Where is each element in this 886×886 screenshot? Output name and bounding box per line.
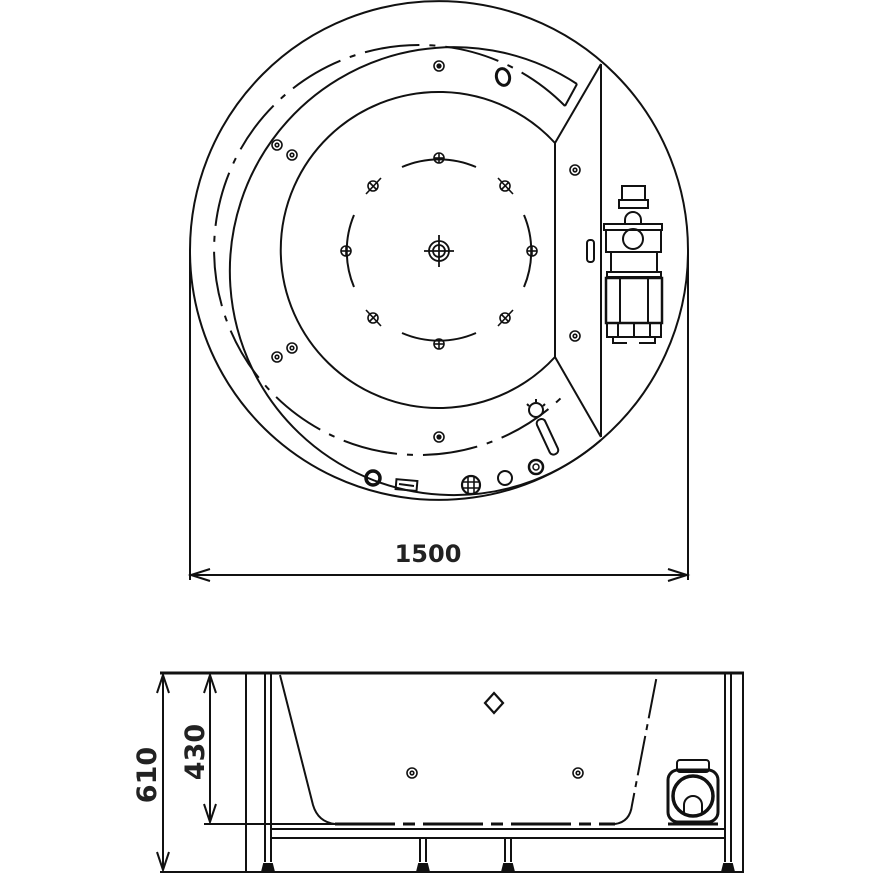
panel-top-step [564, 83, 578, 107]
rim-jet-icon [286, 342, 298, 354]
headrest-jet-icon [483, 691, 505, 715]
lever-faucet-icon [526, 399, 560, 456]
jet-icon [433, 152, 445, 164]
panel-jet-icon [569, 330, 581, 342]
jet-icon [572, 767, 584, 779]
rim-jets [271, 60, 581, 443]
jet-icon [365, 177, 382, 195]
panel-control-icon [586, 239, 595, 263]
rim-dashed-ring [213, 44, 566, 456]
support-rails [271, 828, 725, 839]
basin-profile-right [614, 674, 658, 825]
jet-icon [433, 338, 445, 350]
handle-ring-icon [364, 469, 382, 487]
rim-controls [364, 399, 560, 496]
width-dimension: 1500 [187, 540, 691, 582]
depth-dimension: 430 [180, 671, 335, 826]
basin-edge [279, 91, 556, 409]
button-icon [497, 470, 513, 486]
jet-icon [497, 177, 514, 195]
jet-icon [365, 309, 382, 327]
control-panel-icon [394, 478, 419, 493]
inner-jets [340, 152, 538, 350]
side-pump-icon [666, 759, 720, 826]
side-view: 610 430 [132, 671, 744, 874]
basin-profile [279, 674, 336, 825]
outer-rim-lower [188, 249, 602, 501]
rim-jet-icon [271, 351, 283, 363]
rim-jet-icon [271, 139, 283, 151]
center-drain-icon [424, 235, 454, 267]
outer-shell-outline [189, 0, 689, 580]
side-jets [406, 767, 584, 779]
jet-icon [497, 309, 514, 327]
panel-top-diagonal [554, 63, 602, 144]
grille-icon [460, 474, 482, 496]
pump-unit-icon [603, 185, 664, 344]
width-dimension-label: 1500 [395, 540, 462, 568]
jet-icon [340, 245, 352, 257]
outer-rim-lower-right [600, 249, 690, 441]
jet-icon [526, 245, 538, 257]
depth-dimension-label: 430 [180, 724, 211, 780]
top-view: 1500 [187, 0, 691, 582]
rim-inner-edge [228, 46, 602, 497]
rim-jet-icon [433, 431, 445, 443]
panel-jet-icon [569, 164, 581, 176]
jet-icon [406, 767, 418, 779]
height-dimension: 610 [132, 671, 170, 874]
grab-handle-icon [494, 67, 512, 87]
height-dimension-label: 610 [132, 747, 163, 803]
valve-icon [527, 458, 545, 476]
rim-jet-icon [286, 149, 298, 161]
panel-bottom-diagonal [554, 356, 602, 438]
rim-jet-icon [433, 60, 445, 72]
frame-legs [260, 673, 736, 873]
